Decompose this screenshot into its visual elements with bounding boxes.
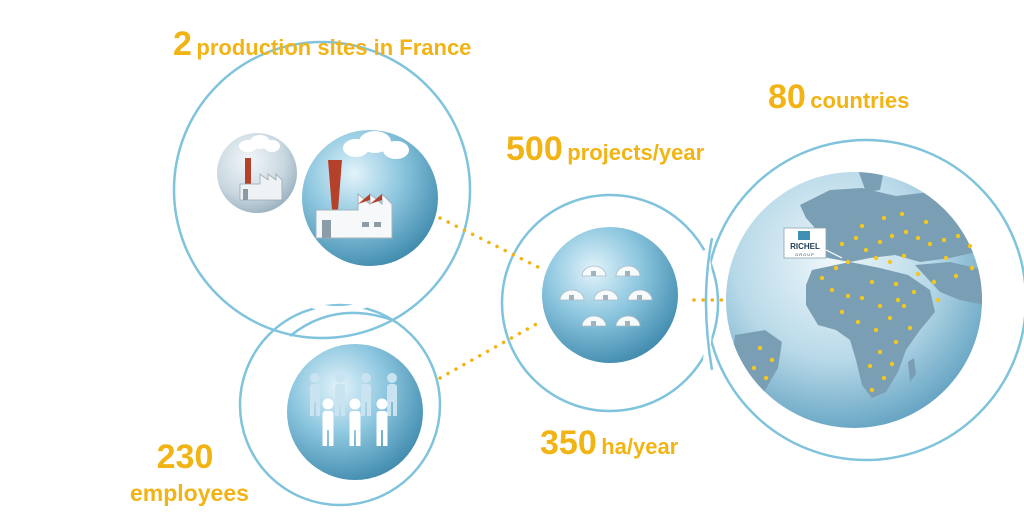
stat-sites: 2 production sites in France [173,27,471,61]
country-dot [911,289,917,295]
country-dot [877,303,883,309]
country-dot [887,315,893,321]
country-dot [899,211,905,217]
country-dot [895,297,901,303]
bubble-joint-top-outline [289,311,393,337]
country-dots [751,211,975,393]
dotted-connectors [438,216,726,380]
country-dot [877,239,883,245]
country-dot [833,265,839,271]
country-dot [763,375,769,381]
country-dot [893,281,899,287]
country-dot [859,223,865,229]
country-dot [901,303,907,309]
logo-tagline: GROUP [795,252,815,257]
country-dot [853,235,859,241]
country-dot [923,219,929,225]
stat-employees: 230 employees [130,438,249,506]
country-dot [889,361,895,367]
stat-hectares-text: ha/year [601,434,679,459]
country-dot [903,229,909,235]
country-dot [873,327,879,333]
richel-logo: RICHEL GROUP [783,227,843,259]
stat-countries-number: 80 [768,78,806,116]
country-dot [881,215,887,221]
country-dot [915,271,921,277]
country-dot [943,255,949,261]
country-dot [955,233,961,239]
country-dot [969,265,975,271]
country-dot [893,339,899,345]
stat-employees-number: 230 [156,438,214,476]
country-dot [839,241,845,247]
factory-icon [217,133,297,213]
stat-projects-number: 500 [506,130,563,168]
stat-sites-number: 2 [173,25,192,63]
country-dot [751,365,757,371]
country-dot [867,363,873,369]
country-dot [901,253,907,259]
country-dot [877,349,883,355]
country-dot [881,375,887,381]
country-dot [863,247,869,253]
country-dot [819,275,825,281]
factory-icon-large [302,130,438,266]
country-dot [869,279,875,285]
bubble-joint-top [298,297,382,312]
country-dot [845,259,851,265]
country-dot [769,357,775,363]
country-dot [869,387,875,393]
country-dot [887,259,893,265]
country-dot [839,309,845,315]
country-dot [927,241,933,247]
country-dot [931,279,937,285]
country-dot [907,325,913,331]
country-dot [889,233,895,239]
logo-name: RICHEL [790,242,820,251]
country-dot [967,243,973,249]
stat-sites-text: production sites in France [196,35,472,60]
country-dot [829,287,835,293]
country-dot [915,235,921,241]
stat-projects: 500 projects/year [506,132,704,166]
stat-countries-text: countries [810,88,910,113]
country-dot [935,297,941,303]
country-dot [757,345,763,351]
country-dot [941,237,947,243]
country-dot [859,295,865,301]
country-dot [845,293,851,299]
country-dot [953,273,959,279]
stat-countries: 80 countries [768,80,909,114]
stat-hectares: 350 ha/year [540,426,678,460]
stat-employees-text: employees [130,480,249,506]
stat-hectares-number: 350 [540,424,597,462]
bubble-joint-right-outline [704,237,714,371]
country-dot [873,255,879,261]
stat-projects-text: projects/year [567,140,705,165]
people-icon [287,344,423,480]
country-dot [855,319,861,325]
greenhouse-icon [542,227,678,363]
globe-icon: RICHEL GROUP [726,172,982,428]
